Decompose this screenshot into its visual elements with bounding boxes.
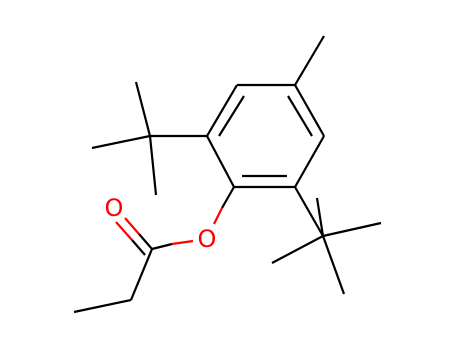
- carbonyl-oxygen-label: O: [105, 194, 124, 222]
- chain-bond-c2-c3: [73, 298, 132, 314]
- ester-o-bond-carbon-half: [151, 242, 173, 251]
- aryl-o-bond-carbon-half: [221, 186, 235, 209]
- tbutyl-right-methyl-down: [321, 235, 346, 295]
- ester-o-bond-oxygen-half: [171, 239, 194, 246]
- atom-label-layer: O O: [105, 194, 217, 253]
- tbutyl-left-methyl-left: [91, 134, 151, 150]
- tbutyl-right-methyl-left: [271, 235, 324, 264]
- aryl-o-bond-oxygen-half: [213, 207, 223, 225]
- chain-bond-c1-c2: [129, 248, 154, 301]
- tbutyl-right-methyl-right: [322, 221, 382, 238]
- ring-bond-c1-c2: [206, 135, 235, 188]
- ester-oxygen-label: O: [198, 225, 217, 253]
- ring-bond-c4-c5: [294, 84, 325, 137]
- methyl-bond: [294, 35, 325, 86]
- ring-inner-bond-a: [218, 95, 245, 137]
- tbutyl-left-methyl-up: [134, 81, 152, 137]
- ring-inner-bond-b: [287, 95, 313, 137]
- ring-bond-c2-c3: [206, 84, 238, 137]
- carbonyl-bond-outer-oxygen: [124, 217, 140, 235]
- carbonyl-bond-inner-oxygen: [115, 221, 133, 241]
- tbutyl-right-methyl-up: [315, 197, 325, 237]
- tbutyl-right-bond: [294, 186, 324, 237]
- carbonyl-bond-outer-carbon: [138, 233, 153, 250]
- ring-bond-c5-c6: [294, 135, 325, 188]
- carbonyl-bond-inner-carbon: [131, 239, 146, 256]
- bond-layer: [73, 35, 382, 314]
- tbutyl-left-methyl-down: [148, 135, 158, 196]
